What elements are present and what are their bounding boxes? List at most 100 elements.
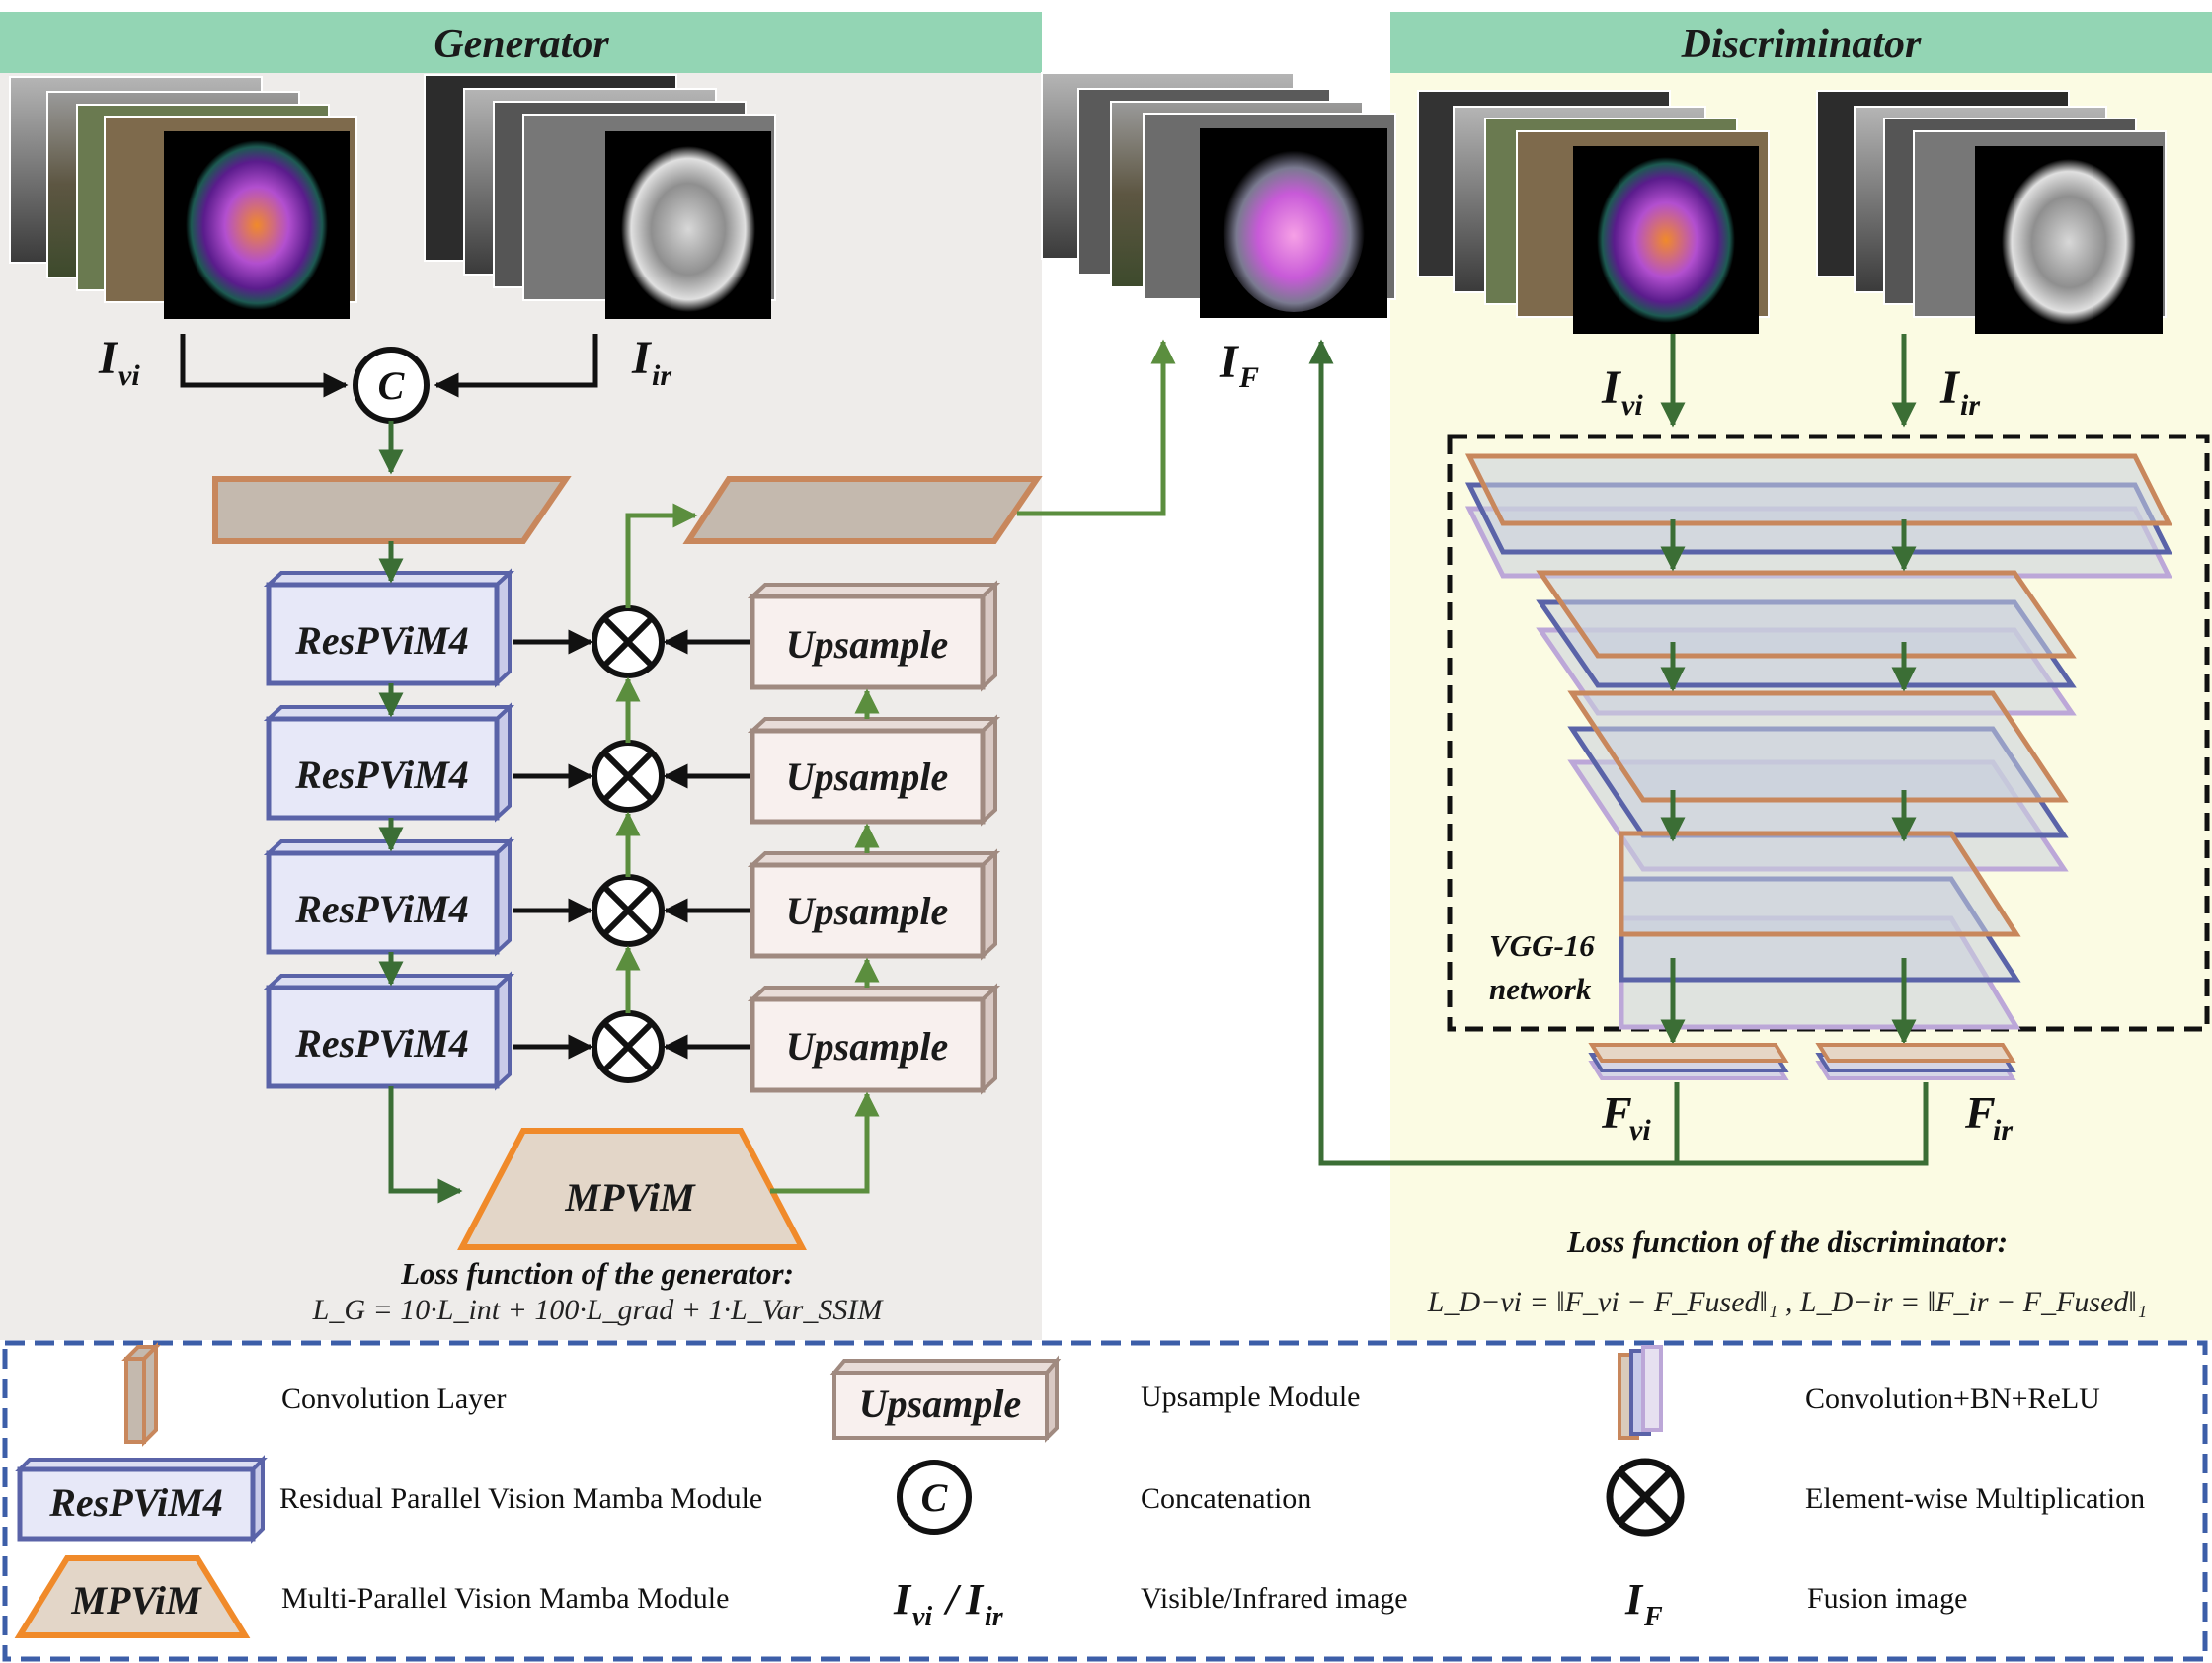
svg-text:I: I (1624, 1575, 1644, 1623)
upsample-label-2: Upsample (786, 754, 948, 799)
feedback-to-fused-arrow (1308, 339, 1677, 1166)
mpvim-block (457, 1128, 807, 1250)
respvim-label-4: ResPViM4 (294, 1021, 469, 1066)
upsample-block-2: Upsample (747, 714, 1001, 827)
feature-merge-line (1674, 1082, 1929, 1166)
legend-if-symbol: I F (1624, 1575, 1663, 1632)
svg-text:ir: ir (985, 1602, 1004, 1632)
generator-loss-title: Loss function of the generator: (400, 1256, 794, 1291)
svg-text:ResPViM4: ResPViM4 (48, 1480, 223, 1525)
legend-fusion-text: Fusion image (1807, 1582, 1968, 1615)
discriminator-header (1390, 12, 2212, 73)
svg-text:vi: vi (912, 1602, 932, 1632)
legend-conv-bn-relu-icon (1618, 1345, 1663, 1440)
svg-text:vi: vi (1621, 389, 1643, 422)
input-conv-layer (212, 476, 572, 544)
label-i-vi: I vi (98, 332, 140, 392)
disc-visible-image-stack (1417, 90, 1770, 334)
legend-mpvim-icon: MPViM (14, 1555, 251, 1638)
vgg-label-line2: network (1489, 972, 1592, 1006)
disc-label-i-vi: I vi (1601, 361, 1643, 422)
multiply-node-3 (592, 874, 665, 947)
svg-text:F: F (1643, 1602, 1663, 1632)
svg-text:I: I (1601, 361, 1622, 414)
multiply-node-1 (592, 605, 665, 678)
disc-infrared-image-stack (1816, 90, 2167, 334)
ir-to-concat-arrow (434, 334, 598, 398)
disc-mri-scan-image (2002, 159, 2136, 325)
legend-conv-bn-relu-text: Convolution+BN+ReLU (1805, 1383, 2100, 1415)
legend-respvim-text: Residual Parallel Vision Mamba Module (279, 1482, 762, 1515)
legend-concat-icon: C (897, 1460, 972, 1535)
generator-header (0, 12, 1042, 73)
legend-multiply-text: Element-wise Multiplication (1805, 1482, 2145, 1515)
legend-conv-layer-icon (121, 1342, 161, 1447)
respvim-block-2: ResPViM4 (263, 702, 515, 823)
upsample-label-4: Upsample (786, 1024, 948, 1069)
vgg-stage-4 (1619, 831, 2021, 1030)
svg-text:I: I (893, 1575, 912, 1623)
upsample-label-1: Upsample (786, 622, 948, 667)
vgg-stage-1 (1464, 453, 2173, 579)
legend-upsample-text: Upsample Module (1141, 1381, 1360, 1413)
fused-image-stack (1041, 72, 1396, 318)
vgg-label-line1: VGG-16 (1489, 928, 1595, 963)
discriminator-title: Discriminator (1681, 22, 1922, 67)
mpvim-to-up4-arrow (770, 1091, 880, 1194)
svg-text:I: I (965, 1575, 985, 1623)
disc-pet-scan-image (1597, 157, 1735, 323)
disc-label-i-ir: I ir (1939, 361, 1980, 422)
respvim-label-1: ResPViM4 (294, 618, 469, 663)
discriminator-loss-equation: L_D−vi = ‖F_vi − F_Fused‖₁ , L_D−ir = ‖F… (1427, 1286, 2147, 1318)
svg-text:ir: ir (652, 359, 672, 392)
svg-text:F: F (1238, 361, 1259, 394)
mpvim-label: MPViM (564, 1175, 696, 1220)
visible-image-stack (9, 76, 357, 319)
svg-text:I: I (1219, 336, 1240, 388)
svg-text:vi: vi (118, 359, 140, 392)
respvim-label-3: ResPViM4 (294, 887, 469, 931)
svg-text:C: C (921, 1475, 949, 1520)
label-f-ir: F ir (1964, 1087, 2013, 1147)
legend-multiply-icon (1606, 1458, 1685, 1537)
generator-title: Generator (434, 22, 609, 67)
multiply-node-4 (592, 1010, 665, 1083)
svg-text:I: I (631, 332, 653, 384)
upsample-label-3: Upsample (786, 889, 948, 933)
respvim-block-1: ResPViM4 (263, 568, 515, 688)
feature-map-vi (1588, 1043, 1789, 1080)
res4-to-mpvim-arrow (388, 1086, 463, 1204)
legend-respvim-icon: ResPViM4 (15, 1455, 268, 1544)
mult1-to-output-conv-arrow (625, 503, 698, 608)
legend-concat-text: Concatenation (1141, 1482, 1311, 1515)
upsample-block-1: Upsample (747, 580, 1001, 692)
respvim-block-3: ResPViM4 (263, 836, 515, 957)
upsample-block-4: Upsample (747, 983, 1001, 1095)
output-conv-layer (682, 476, 1043, 544)
upsample-block-3: Upsample (747, 848, 1001, 961)
legend-mpvim-text: Multi-Parallel Vision Mamba Module (281, 1582, 729, 1615)
mri-scan-image (621, 146, 755, 312)
concat-symbol: C (378, 363, 406, 408)
vi-to-concat-arrow (180, 334, 349, 398)
respvim-label-2: ResPViM4 (294, 752, 469, 797)
generator-loss-equation: L_G = 10·L_int + 100·L_grad + 1·L_Var_SS… (312, 1294, 885, 1326)
output-to-fused-arrow (1017, 339, 1176, 516)
svg-text:ir: ir (1993, 1114, 2013, 1147)
label-i-f: I F (1219, 336, 1259, 394)
svg-text:vi: vi (1629, 1114, 1651, 1147)
multiply-node-2 (592, 740, 665, 813)
feature-map-ir (1815, 1043, 2016, 1080)
infrared-image-stack (424, 74, 776, 319)
svg-text:MPViM: MPViM (70, 1578, 202, 1623)
legend-upsample-icon: Upsample (830, 1355, 1062, 1443)
svg-text:F: F (1601, 1087, 1632, 1138)
legend-box (2, 1340, 2208, 1662)
respvim-block-4: ResPViM4 (263, 971, 515, 1091)
svg-text:/: / (943, 1575, 962, 1623)
svg-text:ir: ir (1960, 389, 1980, 422)
svg-text:I: I (98, 332, 119, 384)
label-i-ir: I ir (631, 332, 672, 392)
